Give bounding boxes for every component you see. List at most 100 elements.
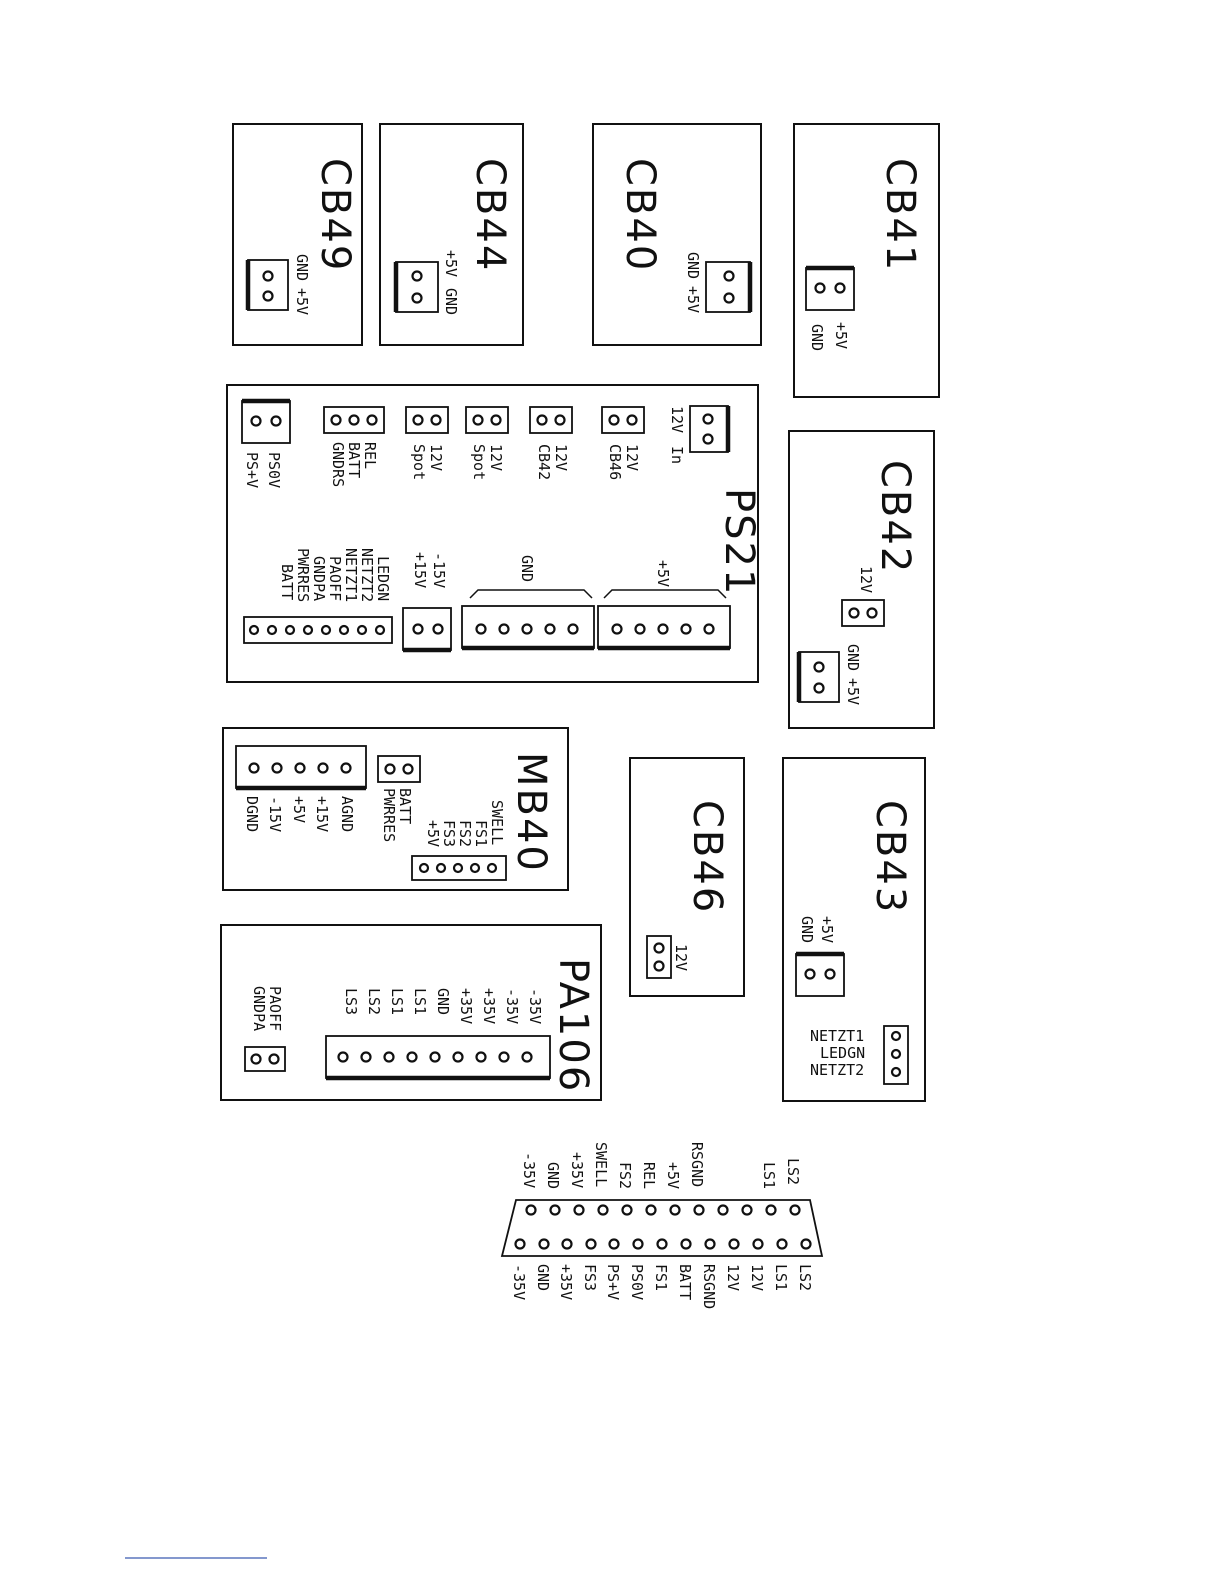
pin xyxy=(317,762,329,774)
pin xyxy=(475,623,487,635)
dsub-bottom-label-rsgnd: RSGND xyxy=(700,1264,718,1309)
dsub-bottom-label-35v: +35V xyxy=(557,1264,575,1300)
pin xyxy=(561,1238,573,1250)
dsub-top-label-rsgnd: RSGND xyxy=(688,1142,706,1187)
pin xyxy=(536,414,548,426)
cb42-conn-power xyxy=(796,651,840,703)
pin xyxy=(429,1051,441,1063)
cb43-label-netzt2: NETZT2 xyxy=(810,1061,864,1079)
mb40-label-p15v: +15V xyxy=(313,796,331,832)
pin xyxy=(490,414,502,426)
dsub-bottom-label-batt: BATT xyxy=(676,1264,694,1300)
ps21-label-cb42: CB42 xyxy=(535,444,553,480)
pin xyxy=(248,762,260,774)
ps21-label-spot2: Spot xyxy=(470,444,488,480)
dsub-bottom-label-fs1: FS1 xyxy=(652,1264,670,1291)
dsub-top-label-ls1: LS1 xyxy=(760,1162,778,1189)
cb43-outline xyxy=(782,757,926,1102)
pin xyxy=(435,862,447,874)
board-pa106: PA106 -35V -35V +35V +35V GND LS1 LS1 LS… xyxy=(220,924,602,1101)
pin xyxy=(728,1238,740,1250)
pin xyxy=(525,1204,537,1216)
cb44-outline xyxy=(379,123,524,346)
pin xyxy=(723,292,735,304)
cb43-label-ledgn: LEDGN xyxy=(820,1044,865,1062)
pa106-label-2: -35V xyxy=(503,988,521,1024)
dsub-bottom-label-12v-a: 12V xyxy=(748,1264,766,1291)
pin xyxy=(294,762,306,774)
pin xyxy=(890,1066,902,1078)
ps21-conn-5v xyxy=(597,605,731,651)
dsub-bottom-label-m35v: -35V xyxy=(510,1264,528,1300)
pa106-label-3: +35V xyxy=(480,988,498,1024)
ps21-outline xyxy=(226,384,759,683)
cb43-label-gnd: GND xyxy=(798,916,816,943)
pin xyxy=(250,1053,262,1065)
ps21-label-p15v: +15V xyxy=(411,552,429,588)
ps21-title: PS21 xyxy=(716,488,762,596)
dsub-connector: LS2 LS1 RSGND +5V REL FS2 SWELL +35V GND… xyxy=(500,1142,824,1309)
dsub-bottom-label-fs3: FS3 xyxy=(581,1264,599,1291)
pin xyxy=(549,1204,561,1216)
ps21-conn-psv xyxy=(241,398,291,444)
cb41-label-5v: +5V xyxy=(832,322,850,349)
mb40-label-batt: BATT xyxy=(396,788,414,824)
pin xyxy=(411,270,423,282)
pa106-label-gndpa: GNDPA xyxy=(250,986,268,1031)
dsub-bottom-labels: LS2 LS1 12V 12V RSGND BATT FS1 PS0V PS+V… xyxy=(510,1264,814,1309)
cb46-title: CB46 xyxy=(684,800,730,914)
cb42-title: CB42 xyxy=(872,460,918,574)
cb43-title: CB43 xyxy=(867,800,913,914)
board-cb46: CB46 12V xyxy=(629,757,745,997)
ps21-label-gnd: GND xyxy=(518,555,536,582)
dsub-bottom-label-12v-b: 12V xyxy=(724,1264,742,1291)
mb40-label-fs2: FS2 xyxy=(456,820,474,847)
pa106-title: PA106 xyxy=(550,958,596,1093)
pin xyxy=(669,1204,681,1216)
pa106-label-6: LS1 xyxy=(411,988,429,1015)
pa106-outline xyxy=(220,924,602,1101)
cb42-label-12v: 12V xyxy=(857,566,875,593)
pin xyxy=(498,623,510,635)
pin xyxy=(611,623,623,635)
ps21-conn-8pin xyxy=(243,616,393,644)
ps21-label-cb46-12v: 12V xyxy=(623,444,641,471)
pin xyxy=(544,623,556,635)
pin xyxy=(621,1204,633,1216)
ps21-bottom-left-labels: LEDGN NETZT2 NETZT1 PAOFF GNDPA PWRRES B… xyxy=(278,548,392,602)
pin xyxy=(741,1204,753,1216)
pa106-label-4: +35V xyxy=(457,988,475,1024)
ps21-conn-cb42 xyxy=(529,406,573,434)
pin xyxy=(374,624,386,636)
mb40-conn-fs xyxy=(411,855,507,881)
ps21-label-spot1: Spot xyxy=(410,444,428,480)
pa106-label-paoff: PAOFF xyxy=(266,986,284,1031)
cb40-connector xyxy=(705,261,753,313)
dsub-top-label-gnd: GND xyxy=(544,1162,562,1189)
pin xyxy=(384,763,396,775)
pin xyxy=(723,270,735,282)
ps21-label-12vin-12v: 12V xyxy=(668,406,686,433)
pin xyxy=(248,624,260,636)
ps21-conn-gnd xyxy=(461,605,595,651)
pin xyxy=(704,1238,716,1250)
pin xyxy=(356,624,368,636)
ps21-label-spot1-12v: 12V xyxy=(427,444,445,471)
pin xyxy=(514,1238,526,1250)
mb40-label-agnd: AGND xyxy=(338,796,356,832)
dsub-bottom-label-psv: PS+V xyxy=(604,1264,622,1300)
pin xyxy=(538,1238,550,1250)
pin xyxy=(702,413,714,425)
ps21-5v-brace xyxy=(603,589,727,599)
pin xyxy=(813,661,825,673)
pin xyxy=(573,1204,585,1216)
pin xyxy=(432,623,444,635)
pa106-label-7: LS1 xyxy=(388,988,406,1015)
dsub-top-label-ls2: LS2 xyxy=(784,1158,802,1185)
cb49-connector xyxy=(245,259,289,311)
cb40-label-5v: +5V xyxy=(684,286,702,313)
pin xyxy=(521,623,533,635)
pin xyxy=(653,960,665,972)
pin xyxy=(834,282,846,294)
